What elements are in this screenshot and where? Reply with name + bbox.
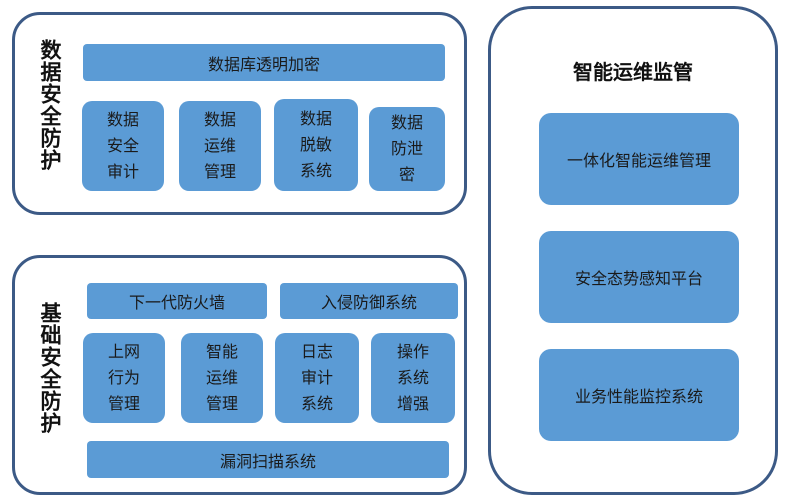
log-audit-system-box: 日志 审计 系统 xyxy=(275,333,359,423)
business-performance-monitoring-box: 业务性能监控系统 xyxy=(539,349,739,441)
web-behavior-management-box: 上网 行为 管理 xyxy=(83,333,165,423)
data-masking-system-box: 数据 脱敏 系统 xyxy=(274,99,358,191)
base-security-title: 基础安全防护 xyxy=(38,302,63,434)
data-leak-prevention-box: 数据 防泄 密 xyxy=(369,107,445,191)
base-security-panel: 基础安全防护 下一代防火墙 入侵防御系统 上网 行为 管理 智能 运维 管理 日… xyxy=(12,255,467,495)
data-ops-management-box: 数据 运维 管理 xyxy=(179,101,261,191)
intrusion-prevention-box: 入侵防御系统 xyxy=(280,283,458,319)
integrated-ops-management-box: 一体化智能运维管理 xyxy=(539,113,739,205)
data-security-panel: 数据安全防护 数据库透明加密 数据 安全 审计 数据 运维 管理 数据 脱敏 系… xyxy=(12,12,467,215)
smart-ops-management-box: 智能 运维 管理 xyxy=(181,333,263,423)
intelligent-ops-panel: 智能运维监管 一体化智能运维管理 安全态势感知平台 业务性能监控系统 xyxy=(488,6,778,495)
intelligent-ops-title: 智能运维监管 xyxy=(573,60,693,84)
security-situation-awareness-box: 安全态势感知平台 xyxy=(539,231,739,323)
next-gen-firewall-box: 下一代防火墙 xyxy=(87,283,267,319)
os-hardening-box: 操作 系统 增强 xyxy=(371,333,455,423)
data-security-audit-box: 数据 安全 审计 xyxy=(82,101,164,191)
data-security-title: 数据安全防护 xyxy=(38,39,63,171)
database-transparent-encryption-box: 数据库透明加密 xyxy=(83,44,445,81)
vulnerability-scan-box: 漏洞扫描系统 xyxy=(87,441,449,478)
